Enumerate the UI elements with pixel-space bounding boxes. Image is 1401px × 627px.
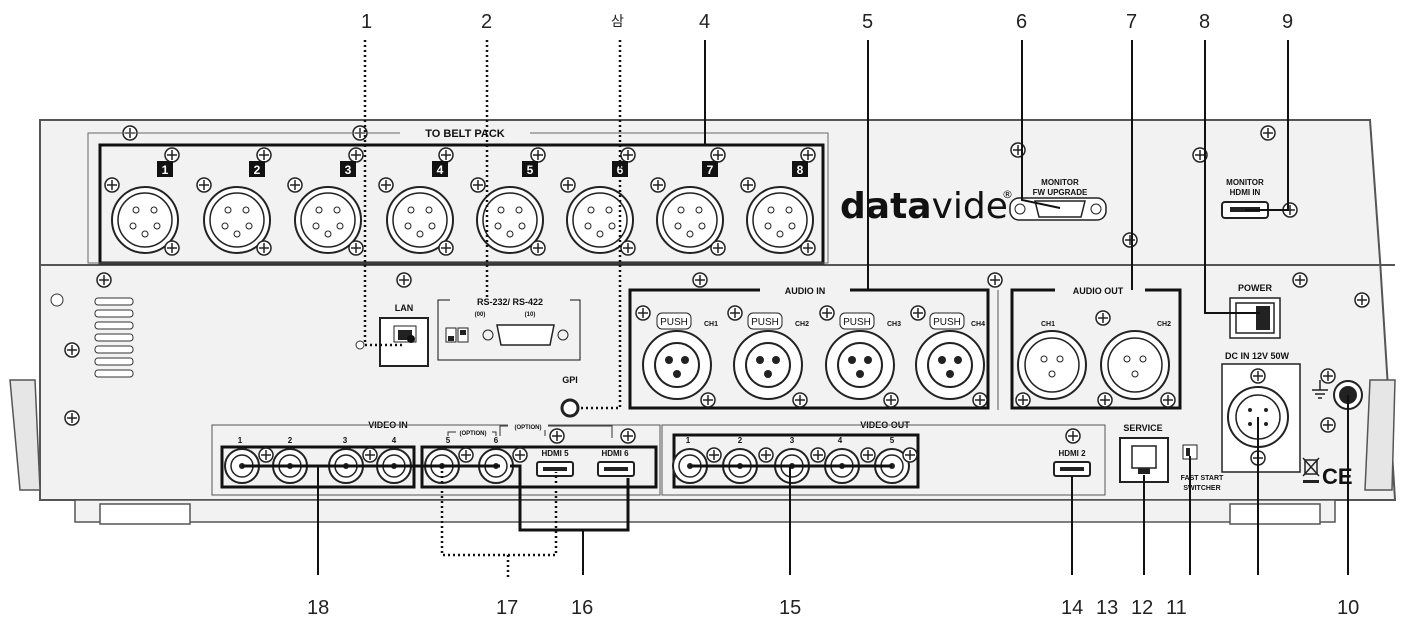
audio-in-ch4: CH4 [971,321,985,328]
belt-pack-port-2-number: 2 [254,163,261,177]
video-in-3: 3 [343,436,348,445]
belt-pack-port-1-number: 1 [162,163,169,177]
callout-16: 16 [571,597,594,619]
hdmi5-label: HDMI 5 [541,449,569,458]
video-in-2: 2 [288,436,293,445]
lan-port: LAN [379,303,429,367]
belt-pack-port-7-number: 7 [707,163,714,177]
rs-code-2: (10) [525,312,536,318]
belt-pack-title: TO BELT PACK [425,128,505,140]
gpi-port: GPI [560,375,580,418]
dc-in-port: DC IN 12V 50W [1221,351,1301,473]
vent-grille [94,297,134,378]
rs-code-1: (00) [475,312,486,318]
video-out-2: 2 [738,436,743,445]
brand-mark: ® [1002,188,1013,201]
video-out-section: VIDEO OUT 1 2 3 4 5 HDMI 2 [661,418,1106,496]
callout-15: 15 [779,597,802,619]
power-label: POWER [1238,283,1273,293]
belt-pack-port-3-number: 3 [345,163,352,177]
belt-pack-port-8-number: 8 [797,163,804,177]
rs-title: RS-232/ RS-422 [477,297,543,307]
callout-8: 8 [1199,11,1211,33]
belt-pack-port-4-number: 4 [437,163,444,177]
option-label-2: (OPTION) [515,425,542,431]
monitor-hdmi-label-1: MONITOR [1226,178,1264,187]
fast-start-label-1: FAST START [1181,475,1224,482]
callout-9: 9 [1282,11,1294,33]
audio-in-section: AUDIO IN PUSH PUSH PUSH PUSH CH1 CH2 CH3… [628,284,990,410]
svg-text:datavideo: datavideo [840,186,1030,227]
callout-6: 6 [1016,11,1028,33]
callout-2: 2 [481,11,493,33]
audio-out-section: AUDIO OUT CH1 CH2 [1010,284,1182,410]
gpi-label: GPI [562,375,578,385]
audio-in-push-4: PUSH [933,317,961,328]
video-out-3: 3 [790,436,795,445]
service-label: SERVICE [1123,423,1162,433]
audio-in-push-2: PUSH [751,317,779,328]
monitor-fw-label-2: FW UPGRADE [1033,188,1088,197]
callout-1: 1 [361,11,373,33]
hdmi2-label: HDMI 2 [1058,449,1086,458]
fast-start-label-2: SWITCHER [1183,485,1220,492]
brand-logo: datavideo ® [840,186,1030,227]
dc-in-label: DC IN 12V 50W [1225,351,1290,361]
audio-in-push-3: PUSH [843,317,871,328]
monitor-hdmi-label-2: HDMI IN [1230,188,1261,197]
callout-3: 삼 [611,13,624,29]
audio-out-title: AUDIO OUT [1073,286,1124,296]
callout-14: 14 [1061,597,1084,619]
audio-out-ch2: CH2 [1157,321,1171,328]
video-in-1: 1 [238,436,243,445]
callout-5: 5 [862,11,874,33]
callout-18: 18 [307,597,330,619]
lan-label: LAN [395,303,414,313]
callout-10: 10 [1337,597,1360,619]
callout-12: 12 [1131,597,1154,619]
video-out-1: 1 [686,436,691,445]
rs232-rs422-port: RS-232/ RS-422 (00) (10) [437,296,581,361]
callout-13: 13 [1096,597,1119,619]
callout-4: 4 [699,11,711,33]
audio-out-ch1: CH1 [1041,321,1055,328]
audio-in-title: AUDIO IN [785,286,826,296]
audio-in-ch1: CH1 [704,321,718,328]
brand-bold: data [840,186,932,227]
option-label-1: (OPTION) [460,431,487,437]
belt-pack-section: TO BELT PACK 1 2 3 4 5 6 7 8 [87,126,829,265]
callout-17: 17 [496,597,519,619]
belt-pack-port-5-number: 5 [527,163,534,177]
hdmi6-label: HDMI 6 [601,449,629,458]
callout-11: 11 [1166,597,1187,619]
video-in-4: 4 [392,436,397,445]
video-in-6: 6 [494,436,499,445]
callout-7: 7 [1126,11,1138,33]
audio-in-ch2: CH2 [795,321,809,328]
video-out-4: 4 [838,436,843,445]
video-out-5: 5 [890,436,895,445]
video-in-5: 5 [446,436,451,445]
audio-in-push-1: PUSH [660,317,688,328]
callout-leader-lines [242,40,1349,578]
power-switch: POWER [1229,283,1281,339]
service-port: SERVICE [1119,423,1169,483]
monitor-fw-label-1: MONITOR [1041,178,1079,187]
video-in-section: VIDEO IN 1 2 3 4 5 6 (OPTION) (OPTION) H… [211,418,661,496]
audio-in-ch3: CH3 [887,321,901,328]
